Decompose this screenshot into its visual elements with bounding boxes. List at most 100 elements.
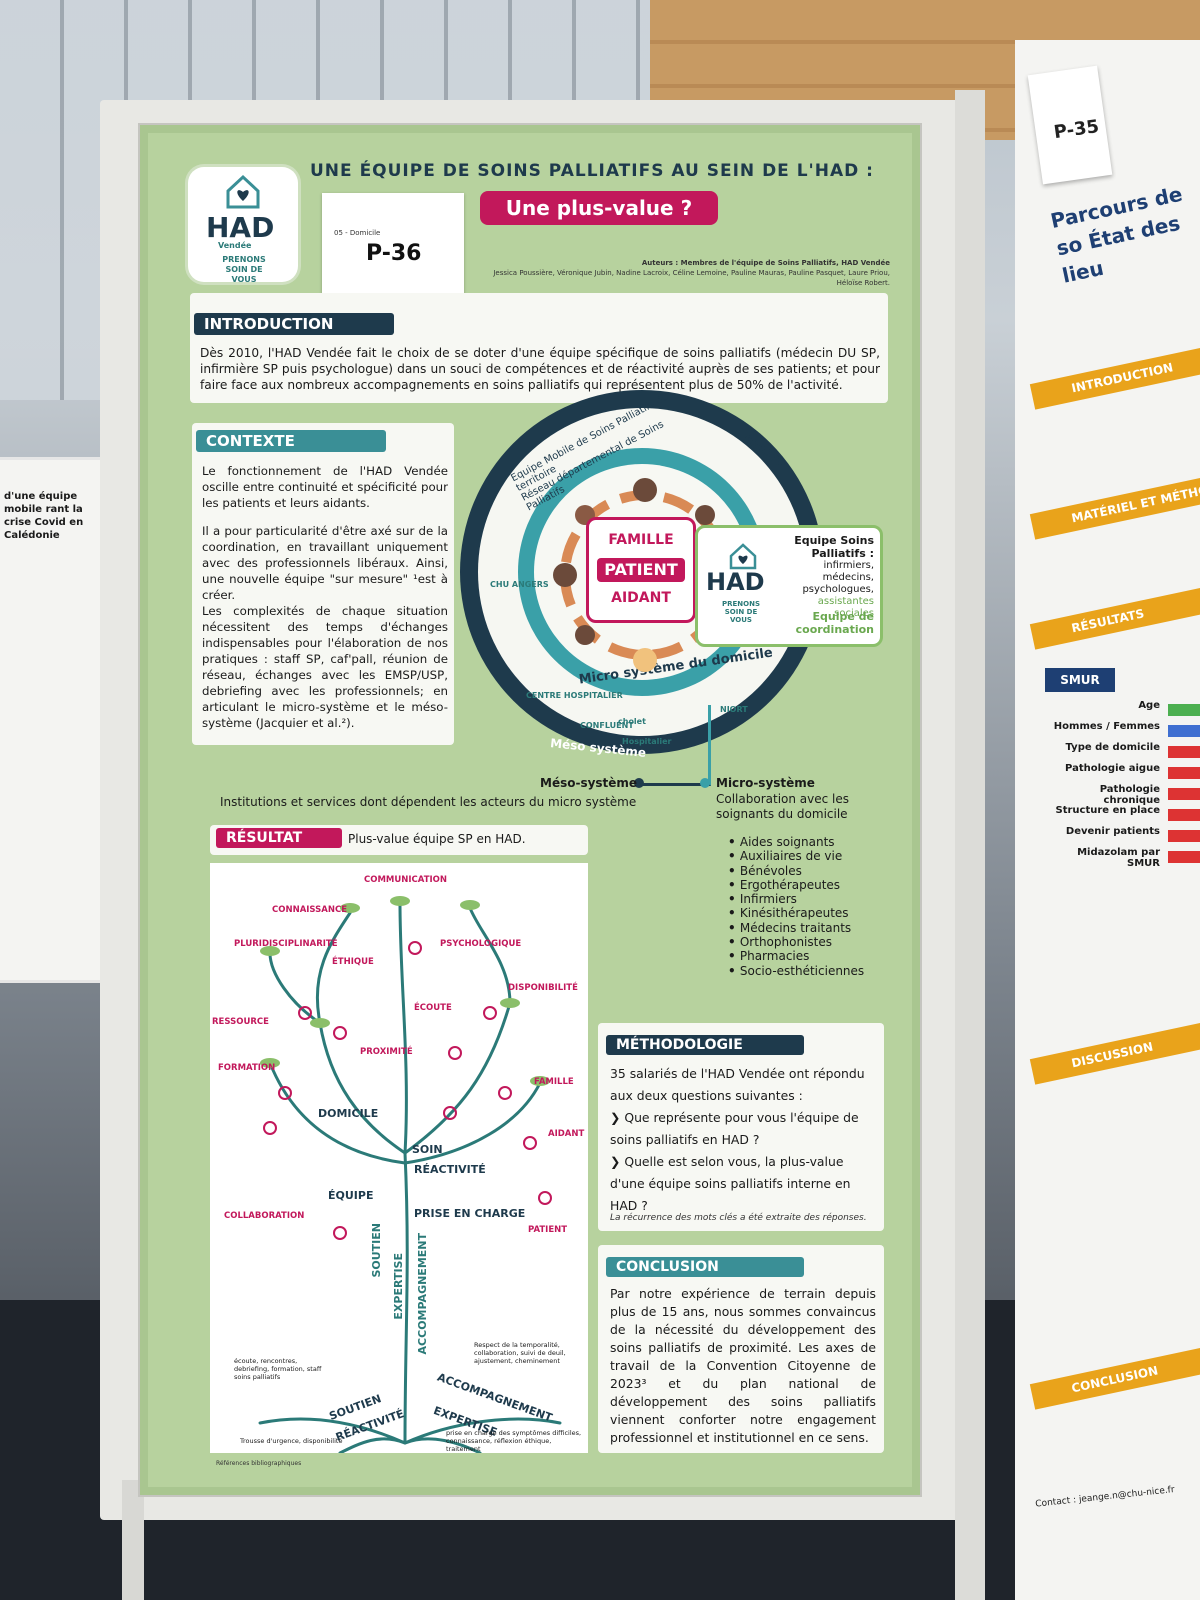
soignant-item: Aides soignants (728, 835, 888, 849)
had-callout: HAD PRENONS SOIN DE VOUS Equipe Soins Pa… (695, 525, 883, 647)
smur-row-bar (1168, 746, 1200, 758)
smur-row-label: Midazolam par SMUR (1077, 847, 1160, 869)
tree-word: ÉCOUTE (414, 1003, 452, 1013)
poster-code-card: 05 - Domicile P-36 (322, 193, 464, 299)
right-poster-introduction-band: INTRODUCTION (1029, 336, 1200, 410)
tree-word: COLLABORATION (224, 1211, 305, 1221)
contexte-title: CONTEXTE (196, 430, 386, 452)
smur-row: Structure en place (1045, 805, 1200, 826)
smur-row-bar (1168, 767, 1200, 779)
tree-trunk-word: EXPERTISE (392, 1253, 405, 1320)
soignant-item: Kinésithérapeutes (728, 906, 888, 920)
had-callout-logo: HAD (706, 568, 765, 596)
right-poster-title: Parcours de so État des lieu (1048, 181, 1185, 288)
system-link-line (638, 705, 711, 786)
soignant-item: Socio-esthéticiennes (728, 964, 888, 978)
smur-row-label: Pathologie aigue (1065, 763, 1160, 774)
right-poster-contact: Contact : jeange.n@chu-nice.fr (1034, 1485, 1176, 1510)
conclusion-section (598, 1245, 884, 1453)
smur-row: Pathologie chronique (1045, 784, 1200, 806)
tree-word: PROXIMITÉ (360, 1047, 413, 1057)
smur-row-label: Pathologie chronique (1099, 784, 1160, 806)
introduction-section (190, 293, 888, 403)
methodologie-question: ❯ Que représente pour vous l'équipe de s… (610, 1110, 859, 1147)
house-heart-icon (226, 174, 260, 209)
right-poster-discussion-band: DISCUSSION (1029, 1011, 1200, 1085)
had-logo: HAD Vendée PRENONS SOIN DE VOUS (188, 167, 298, 284)
equipe-sp-members: infirmiers, médecins, psychologues, assi… (786, 560, 874, 620)
smur-row: Devenir patients (1045, 826, 1200, 847)
poster-subtitle: Une plus-value ? (480, 191, 718, 225)
tree-root-note: Trousse d'urgence, disponibilité (240, 1437, 343, 1445)
partner-logo: NIORT (720, 705, 748, 714)
soignant-item: Ergothérapeutes (728, 878, 888, 892)
tree-root-note: Respect de la temporalité, collaboration… (474, 1341, 566, 1365)
equipe-sp-members-text: infirmiers, médecins, psychologues, (802, 560, 874, 595)
smur-row: Hommes / Femmes (1045, 721, 1200, 742)
smur-row-label: Devenir patients (1065, 826, 1160, 837)
partner-logo: Hospitalier (622, 737, 672, 746)
meso-dot (634, 778, 644, 788)
smur-row-bar (1168, 830, 1200, 842)
partner-logo: cholet (618, 717, 646, 726)
tree-word: PSYCHOLOGIQUE (440, 939, 522, 949)
methodologie-paragraph: 35 salariés de l'HAD Vendée ont répondu … (610, 1066, 865, 1103)
poster-code: P-36 (366, 241, 422, 266)
smur-row: Pathologie aigue (1045, 763, 1200, 784)
contexte-paragraph: Les complexités de chaque situation néce… (202, 604, 448, 730)
soignant-item: Auxiliaires de vie (728, 849, 888, 863)
equipe-coordination: Equipe de coordination (795, 610, 874, 636)
methodologie-note: La récurrence des mots clés a été extrai… (610, 1213, 867, 1223)
tree-trunk-word: PRISE EN CHARGE (414, 1207, 526, 1220)
introduction-title: INTRODUCTION (194, 313, 394, 335)
soignant-item: Orthophonistes (728, 935, 888, 949)
contexte-section (192, 423, 454, 745)
soignants-list: Aides soignantsAuxiliaires de vieBénévol… (728, 835, 888, 978)
equipe-sp-title: Equipe Soins Palliatifs : (794, 534, 874, 560)
soignant-item: Pharmacies (728, 949, 888, 963)
resultat-title: RÉSULTAT (216, 828, 342, 848)
contexte-paragraph: Il a pour particularité d'être axé sur d… (202, 524, 448, 602)
tree-word: AIDANT (548, 1129, 585, 1139)
right-neighbour-poster: P-35 Parcours de so État des lieu INTROD… (1015, 40, 1200, 1600)
micro-dot (700, 778, 710, 788)
had-logo-region: Vendée (218, 241, 252, 250)
tree-word: PATIENT (528, 1225, 568, 1235)
had-callout-tagline: PRENONS SOIN DE VOUS (721, 600, 760, 624)
had-logo-tagline: PRENONS SOIN DE VOUS (222, 255, 266, 284)
easel-leg (122, 1480, 144, 1600)
house-heart-icon (729, 543, 757, 570)
authors: Auteurs : Membres de l'équipe de Soins P… (470, 258, 890, 288)
smur-row-label: Structure en place (1055, 805, 1160, 816)
methodologie-section (598, 1023, 884, 1231)
smur-row-label: Age (1138, 700, 1160, 711)
tree-word: FAMILLE (534, 1077, 574, 1087)
partner-logo: CONFLUENT (580, 721, 634, 730)
meso-system-title: Méso-système (540, 776, 638, 790)
tree-word: ÉTHIQUE (332, 957, 374, 967)
smur-row-bar (1168, 725, 1200, 737)
tree-root-note: écoute, rencontres, debriefing, formatio… (234, 1357, 322, 1381)
tree-word: DISPONIBILITÉ (508, 983, 578, 993)
tree-word: PLURIDISCIPLINARITÉ (234, 939, 338, 949)
tree-trunk-word: DOMICILE (318, 1107, 379, 1120)
left-poster-title: d'une équipe mobile rant la crise Covid … (4, 491, 84, 541)
soignant-item: Bénévoles (728, 864, 888, 878)
right-poster-code-card: P-35 (1027, 65, 1113, 185)
smur-row-bar (1168, 809, 1200, 821)
tree-word: RESSOURCE (212, 1017, 269, 1027)
tree-illustration (258, 896, 562, 1453)
tree-word: CONNAISSANCE (272, 905, 348, 915)
introduction-text: Dès 2010, l'HAD Vendée fait le choix de … (200, 346, 880, 392)
tree-root-note: prise en charge des symptômes difficiles… (446, 1429, 582, 1453)
contexte-paragraph: Le fonctionnement de l'HAD Vendée oscill… (202, 464, 448, 510)
soignant-item: Médecins traitants (728, 921, 888, 935)
authors-label: Auteurs : Membres de l'équipe de Soins P… (641, 259, 890, 267)
smur-row: Midazolam par SMUR (1045, 847, 1200, 869)
smur-row: Type de domicile (1045, 742, 1200, 763)
poster-category: 05 - Domicile (334, 229, 381, 237)
easel-leg (955, 90, 985, 1600)
tree-word: COMMUNICATION (364, 875, 448, 885)
conclusion-title: CONCLUSION (606, 1257, 804, 1277)
